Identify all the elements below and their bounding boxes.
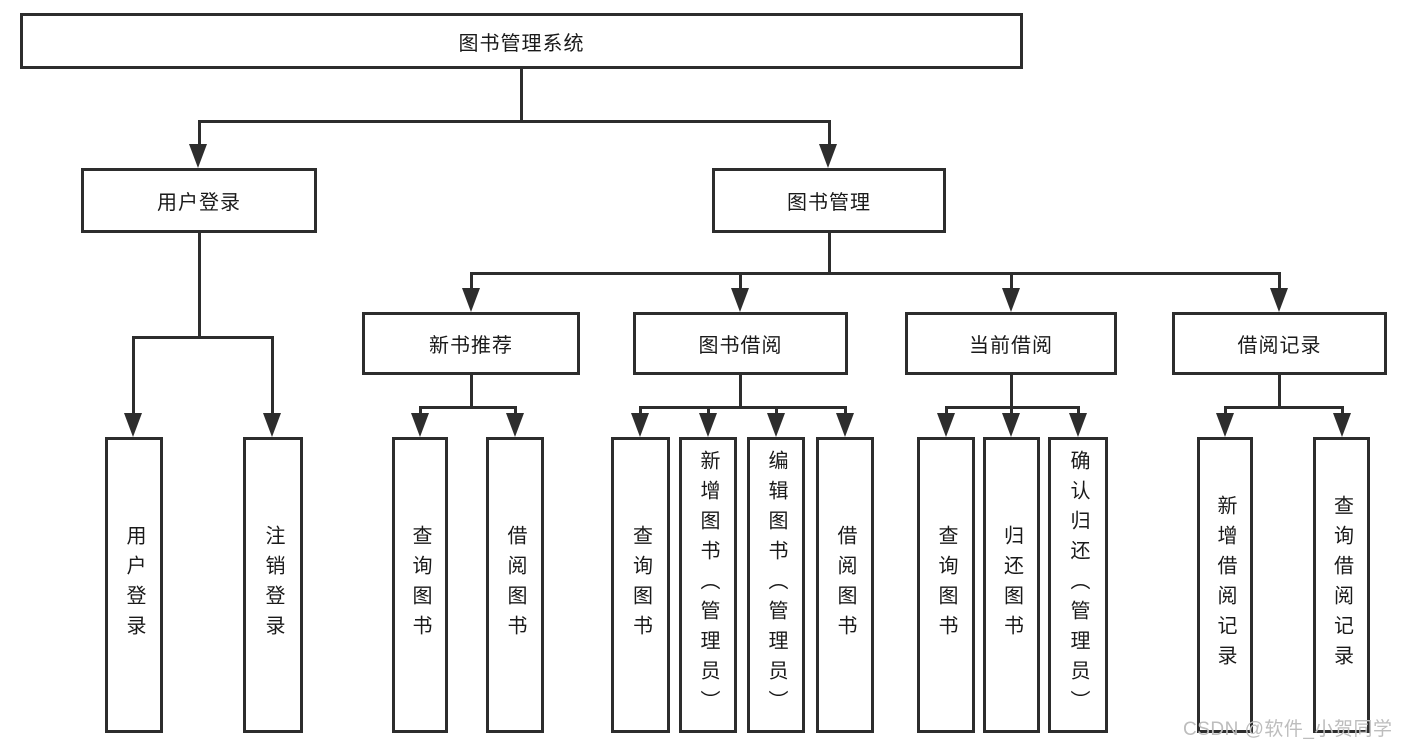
node-borrow-books-recommend: 借阅图书 bbox=[486, 437, 544, 733]
node-borrowing-records: 借阅记录 bbox=[1172, 312, 1387, 375]
node-query-books-borrow: 查询图书 bbox=[611, 437, 670, 733]
node-borrow-books-leaf: 借阅图书 bbox=[816, 437, 874, 733]
node-user-login: 用户登录 bbox=[81, 168, 317, 233]
connector-line bbox=[638, 406, 642, 416]
connector-line bbox=[827, 233, 831, 275]
arrow-down-icon bbox=[411, 413, 429, 437]
connector-line bbox=[131, 336, 274, 339]
node-query-books-recommend: 查询图书 bbox=[392, 437, 448, 733]
connector-line bbox=[131, 336, 135, 416]
node-book-borrowing: 图书借阅 bbox=[633, 312, 848, 375]
arrow-down-icon bbox=[1270, 288, 1288, 312]
connector-line bbox=[197, 120, 831, 123]
arrow-down-icon bbox=[836, 413, 854, 437]
node-library-management-system: 图书管理系统 bbox=[20, 13, 1023, 69]
connector-line bbox=[469, 272, 1281, 275]
connector-line bbox=[1277, 272, 1281, 290]
node-return-book: 归还图书 bbox=[983, 437, 1040, 733]
arrow-down-icon bbox=[819, 144, 837, 168]
connector-line bbox=[1277, 375, 1281, 409]
arrow-down-icon bbox=[699, 413, 717, 437]
connector-line bbox=[1223, 406, 1343, 409]
node-confirm-return-admin: 确认归还（管理员） bbox=[1048, 437, 1108, 733]
connector-line bbox=[1009, 406, 1013, 416]
connector-line bbox=[738, 272, 742, 290]
node-new-book-recommendation: 新书推荐 bbox=[362, 312, 580, 375]
arrow-down-icon bbox=[731, 288, 749, 312]
csdn-watermark: CSDN @软件_小贺同学 bbox=[1183, 719, 1393, 740]
arrow-down-icon bbox=[767, 413, 785, 437]
connector-line bbox=[270, 336, 274, 416]
connector-line bbox=[519, 69, 523, 123]
connector-line bbox=[1009, 272, 1013, 290]
connector-line bbox=[1340, 406, 1344, 416]
connector-line bbox=[944, 406, 948, 416]
arrow-down-icon bbox=[189, 144, 207, 168]
arrow-down-icon bbox=[506, 413, 524, 437]
node-add-book-admin: 新增图书（管理员） bbox=[679, 437, 737, 733]
connector-line bbox=[1223, 406, 1227, 416]
connector-line bbox=[1076, 406, 1080, 416]
connector-line bbox=[418, 406, 517, 409]
node-book-management: 图书管理 bbox=[712, 168, 946, 233]
connector-line bbox=[774, 406, 778, 416]
connector-line bbox=[513, 406, 517, 416]
arrow-down-icon bbox=[462, 288, 480, 312]
connector-line bbox=[827, 120, 831, 146]
connector-line bbox=[469, 272, 473, 290]
node-query-books-current: 查询图书 bbox=[917, 437, 975, 733]
connector-line bbox=[469, 375, 473, 409]
node-add-borrow-record: 新增借阅记录 bbox=[1197, 437, 1253, 733]
arrow-down-icon bbox=[937, 413, 955, 437]
arrow-down-icon bbox=[1333, 413, 1351, 437]
connector-line bbox=[418, 406, 422, 416]
node-edit-book-admin: 编辑图书（管理员） bbox=[747, 437, 805, 733]
connector-line bbox=[197, 120, 201, 146]
node-query-borrow-record: 查询借阅记录 bbox=[1313, 437, 1370, 733]
arrow-down-icon bbox=[263, 413, 281, 437]
node-logout: 注销登录 bbox=[243, 437, 303, 733]
connector-line bbox=[843, 406, 847, 416]
connector-line bbox=[197, 233, 201, 339]
arrow-down-icon bbox=[124, 413, 142, 437]
arrow-down-icon bbox=[631, 413, 649, 437]
node-current-borrowing: 当前借阅 bbox=[905, 312, 1117, 375]
connector-line bbox=[738, 375, 742, 409]
arrow-down-icon bbox=[1002, 288, 1020, 312]
connector-line bbox=[1009, 375, 1013, 409]
node-user-login-leaf: 用户登录 bbox=[105, 437, 163, 733]
connector-line bbox=[638, 406, 847, 409]
arrow-down-icon bbox=[1002, 413, 1020, 437]
arrow-down-icon bbox=[1069, 413, 1087, 437]
arrow-down-icon bbox=[1216, 413, 1234, 437]
connector-line bbox=[706, 406, 710, 416]
